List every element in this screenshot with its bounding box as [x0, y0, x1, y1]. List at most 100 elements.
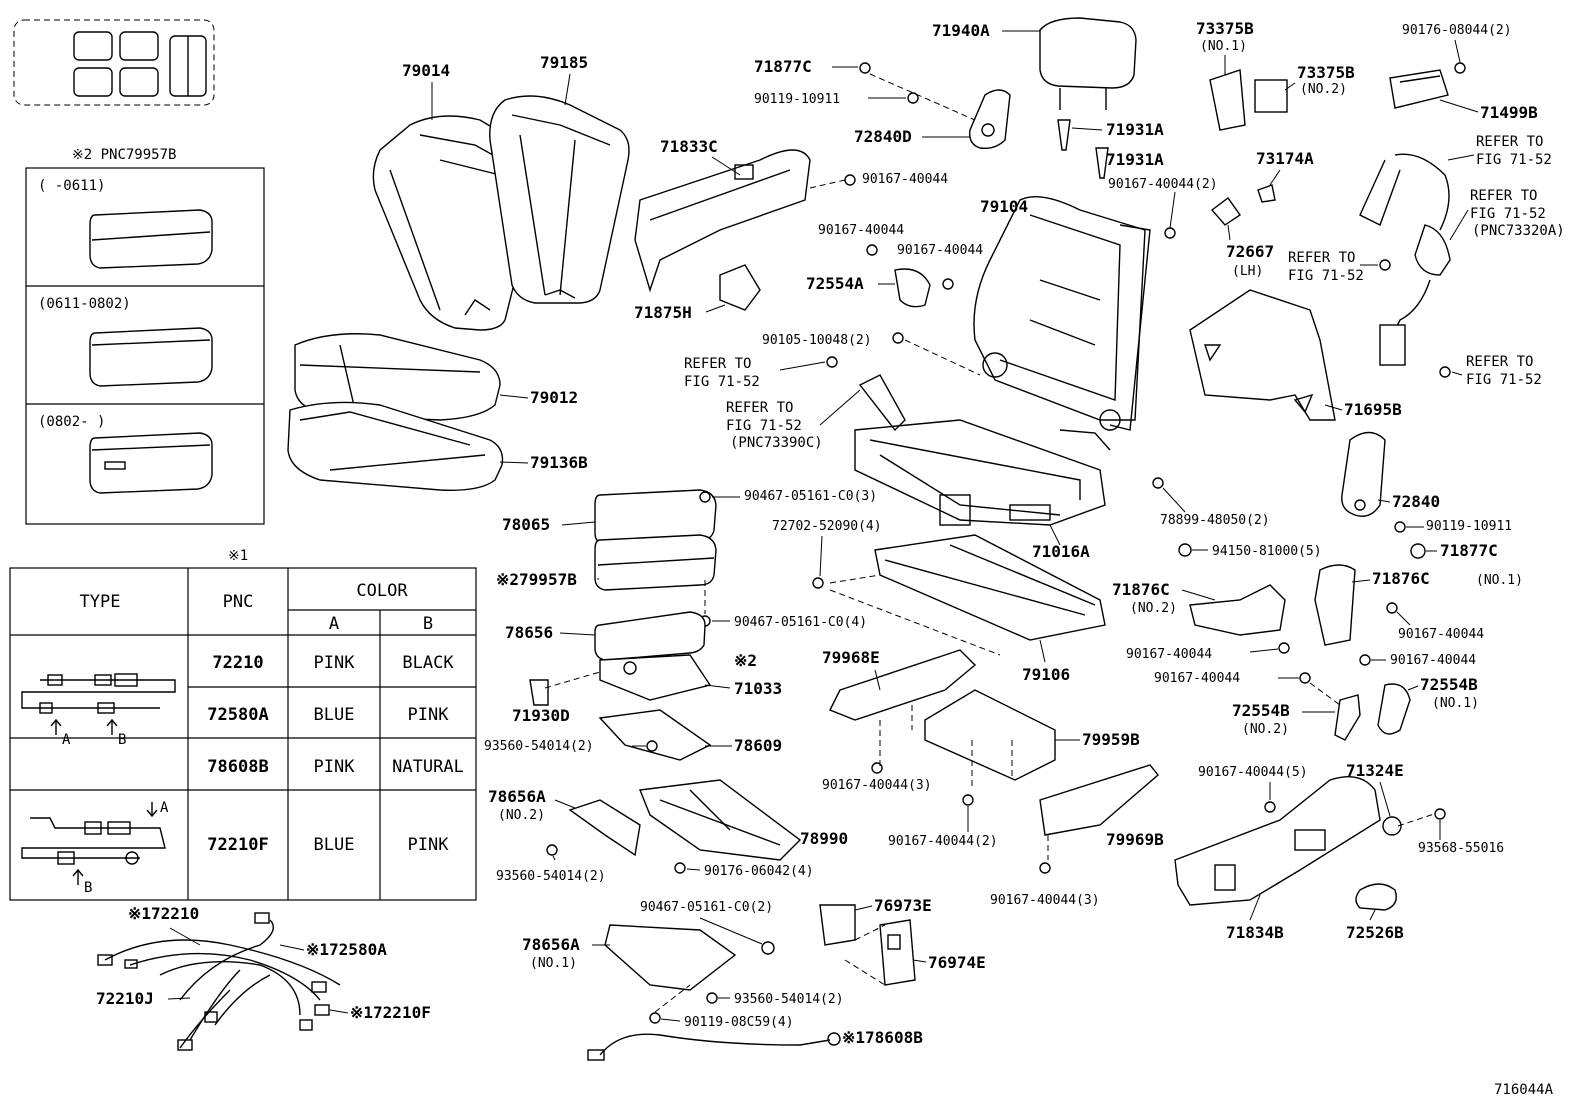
armrest-pad-variant-2 — [89, 327, 213, 387]
label-78609: 78609 — [734, 736, 782, 755]
variant-range-3: (0802- ) — [38, 414, 105, 430]
headrest-guide-2 — [1095, 147, 1109, 179]
label-71876c-1-sub: (NO.1) — [1476, 573, 1523, 588]
bolt-78899 — [1152, 477, 1164, 489]
variant-range-2: (0611-0802) — [38, 296, 131, 312]
label-73375b-2: 73375B — [1297, 63, 1355, 82]
table-header-a: A — [329, 614, 339, 634]
label-72210: ※172210 — [128, 904, 199, 923]
label-78608b: ※178608B — [842, 1028, 923, 1047]
label-90119-10911-right: 90119-10911 — [1426, 519, 1512, 534]
label-90119-08c59: 90119-08C59(4) — [684, 1015, 794, 1030]
label-71695b: 71695B — [1344, 400, 1402, 419]
label-93568: 93568-55016 — [1418, 841, 1504, 856]
table-row-3-b: NATURAL — [392, 757, 464, 777]
armrest-pad-variant-1 — [89, 209, 213, 269]
cover-79969b — [1039, 764, 1159, 836]
cover-72554b-no2 — [1334, 694, 1361, 741]
label-71931a-2: 71931A — [1106, 150, 1164, 169]
label-90167-40044-2-top: 90167-40044(2) — [1108, 177, 1218, 192]
label-90167-3b: 90167-40044(3) — [990, 893, 1100, 908]
table-row-4-b: PINK — [408, 835, 450, 855]
refer-h-line3: (PNC73390C) — [730, 435, 823, 451]
part-73375b-1 — [1209, 69, 1246, 131]
refer-g-line1: REFER TO — [684, 356, 751, 372]
bolt-90119-08c59 — [649, 1012, 661, 1024]
bolt-90467-2 — [761, 941, 775, 955]
label-90467-4: 90467-05161-C0(4) — [734, 615, 867, 630]
refer-bolt-c — [1379, 259, 1391, 271]
cover-78656a-no1 — [604, 924, 737, 991]
refer-b-line2: FIG 71-52 — [1470, 206, 1546, 222]
label-71930d: 71930D — [512, 706, 570, 725]
label-72554a: 72554A — [806, 274, 864, 293]
label-78656a-2: 78656A — [488, 787, 546, 806]
harness-1-arrow-b: B — [118, 732, 126, 748]
label-90167-40044-b: 90167-40044 — [818, 223, 904, 238]
refer-h-line1: REFER TO — [726, 400, 793, 416]
table-header-color: COLOR — [356, 581, 408, 601]
label-78656: 78656 — [505, 623, 553, 642]
label-90167-3a: 90167-40044(3) — [822, 778, 932, 793]
bolt-90119-10911-right — [1394, 521, 1406, 533]
label-78656a-2-sub: (NO.2) — [498, 808, 545, 823]
refer-c-line2: FIG 71-52 — [1288, 268, 1364, 284]
label-72702: 72702-52090(4) — [772, 519, 882, 534]
label-72667-sub: (LH) — [1232, 264, 1263, 279]
label-90167-40044-c: 90167-40044 — [897, 243, 983, 258]
seat-belt-buckle — [858, 374, 906, 432]
label-71324e: 71324E — [1346, 761, 1404, 780]
bracket-71876c-no1 — [1314, 564, 1356, 646]
label-71833c: 71833C — [660, 137, 718, 156]
label-90167-r1: 90167-40044 — [1398, 627, 1484, 642]
bolt-90167-c — [942, 278, 954, 290]
label-71940a: 71940A — [932, 21, 990, 40]
bracket-71876c-no2 — [1189, 584, 1286, 636]
label-90167-r3: 90167-40044 — [1390, 653, 1476, 668]
label-79185: 79185 — [540, 53, 588, 72]
bolt-93560-c — [706, 992, 718, 1004]
cover-72554a — [894, 268, 931, 308]
cover-72554b-no1 — [1377, 683, 1411, 735]
seat-frame-71016a — [854, 419, 1106, 526]
bolt-90467-3 — [699, 491, 711, 503]
harness-type-2-drawing: A B — [21, 800, 169, 896]
label-72840d: 72840D — [854, 127, 912, 146]
table-row-3-a: PINK — [314, 757, 356, 777]
diagram-id: 716044A — [1494, 1082, 1554, 1098]
bracket-78609 — [598, 709, 712, 761]
label-79959b: 79959B — [1082, 730, 1140, 749]
table-row-1-b: BLACK — [402, 653, 454, 673]
bolt-90105-10048 — [892, 332, 904, 344]
label-90467-2: 90467-05161-C0(2) — [640, 900, 773, 915]
cover-78656a-no2 — [568, 799, 641, 857]
label-90119-10911-top: 90119-10911 — [754, 92, 840, 107]
label-78656a-1-sub: (NO.1) — [530, 956, 577, 971]
nut-94150 — [1178, 543, 1192, 557]
label-71499b: 71499B — [1480, 103, 1538, 122]
label-93560-b: 93560-54014(2) — [496, 869, 606, 884]
refer-a-line2: FIG 71-52 — [1476, 152, 1552, 168]
label-79014: 79014 — [402, 61, 450, 80]
hinge-71033 — [599, 654, 712, 701]
bolt-93560-a — [646, 740, 658, 752]
label-79969b: 79969B — [1106, 830, 1164, 849]
label-94150: 94150-81000(5) — [1212, 544, 1322, 559]
bolt-90119-10911-top — [907, 92, 919, 104]
refer-d-line2: FIG 71-52 — [1466, 372, 1542, 388]
table-row-1-a: PINK — [314, 653, 356, 673]
cover-79968e — [829, 649, 977, 721]
label-72840: 72840 — [1392, 492, 1440, 511]
label-90176-08044: 90176-08044(2) — [1402, 23, 1512, 38]
table-row-3-pnc: 78608B — [207, 757, 268, 777]
label-71876c-1: 71876C — [1372, 569, 1430, 588]
bolt-90167-top-right — [1164, 227, 1176, 239]
table-row-2-b: PINK — [408, 705, 450, 725]
harness-color-table: ※1 TYPE PNC COLOR A B 72210 PINK BLACK 7… — [9, 548, 477, 901]
refer-g-line2: FIG 71-52 — [684, 374, 760, 390]
harness-type-1-drawing: A B — [21, 673, 176, 748]
table-row-4-a: BLUE — [314, 835, 355, 855]
bolt-90167-3a — [871, 762, 883, 774]
label-71033: 71033 — [734, 679, 782, 698]
label-79957b: ※279957B — [496, 570, 577, 589]
